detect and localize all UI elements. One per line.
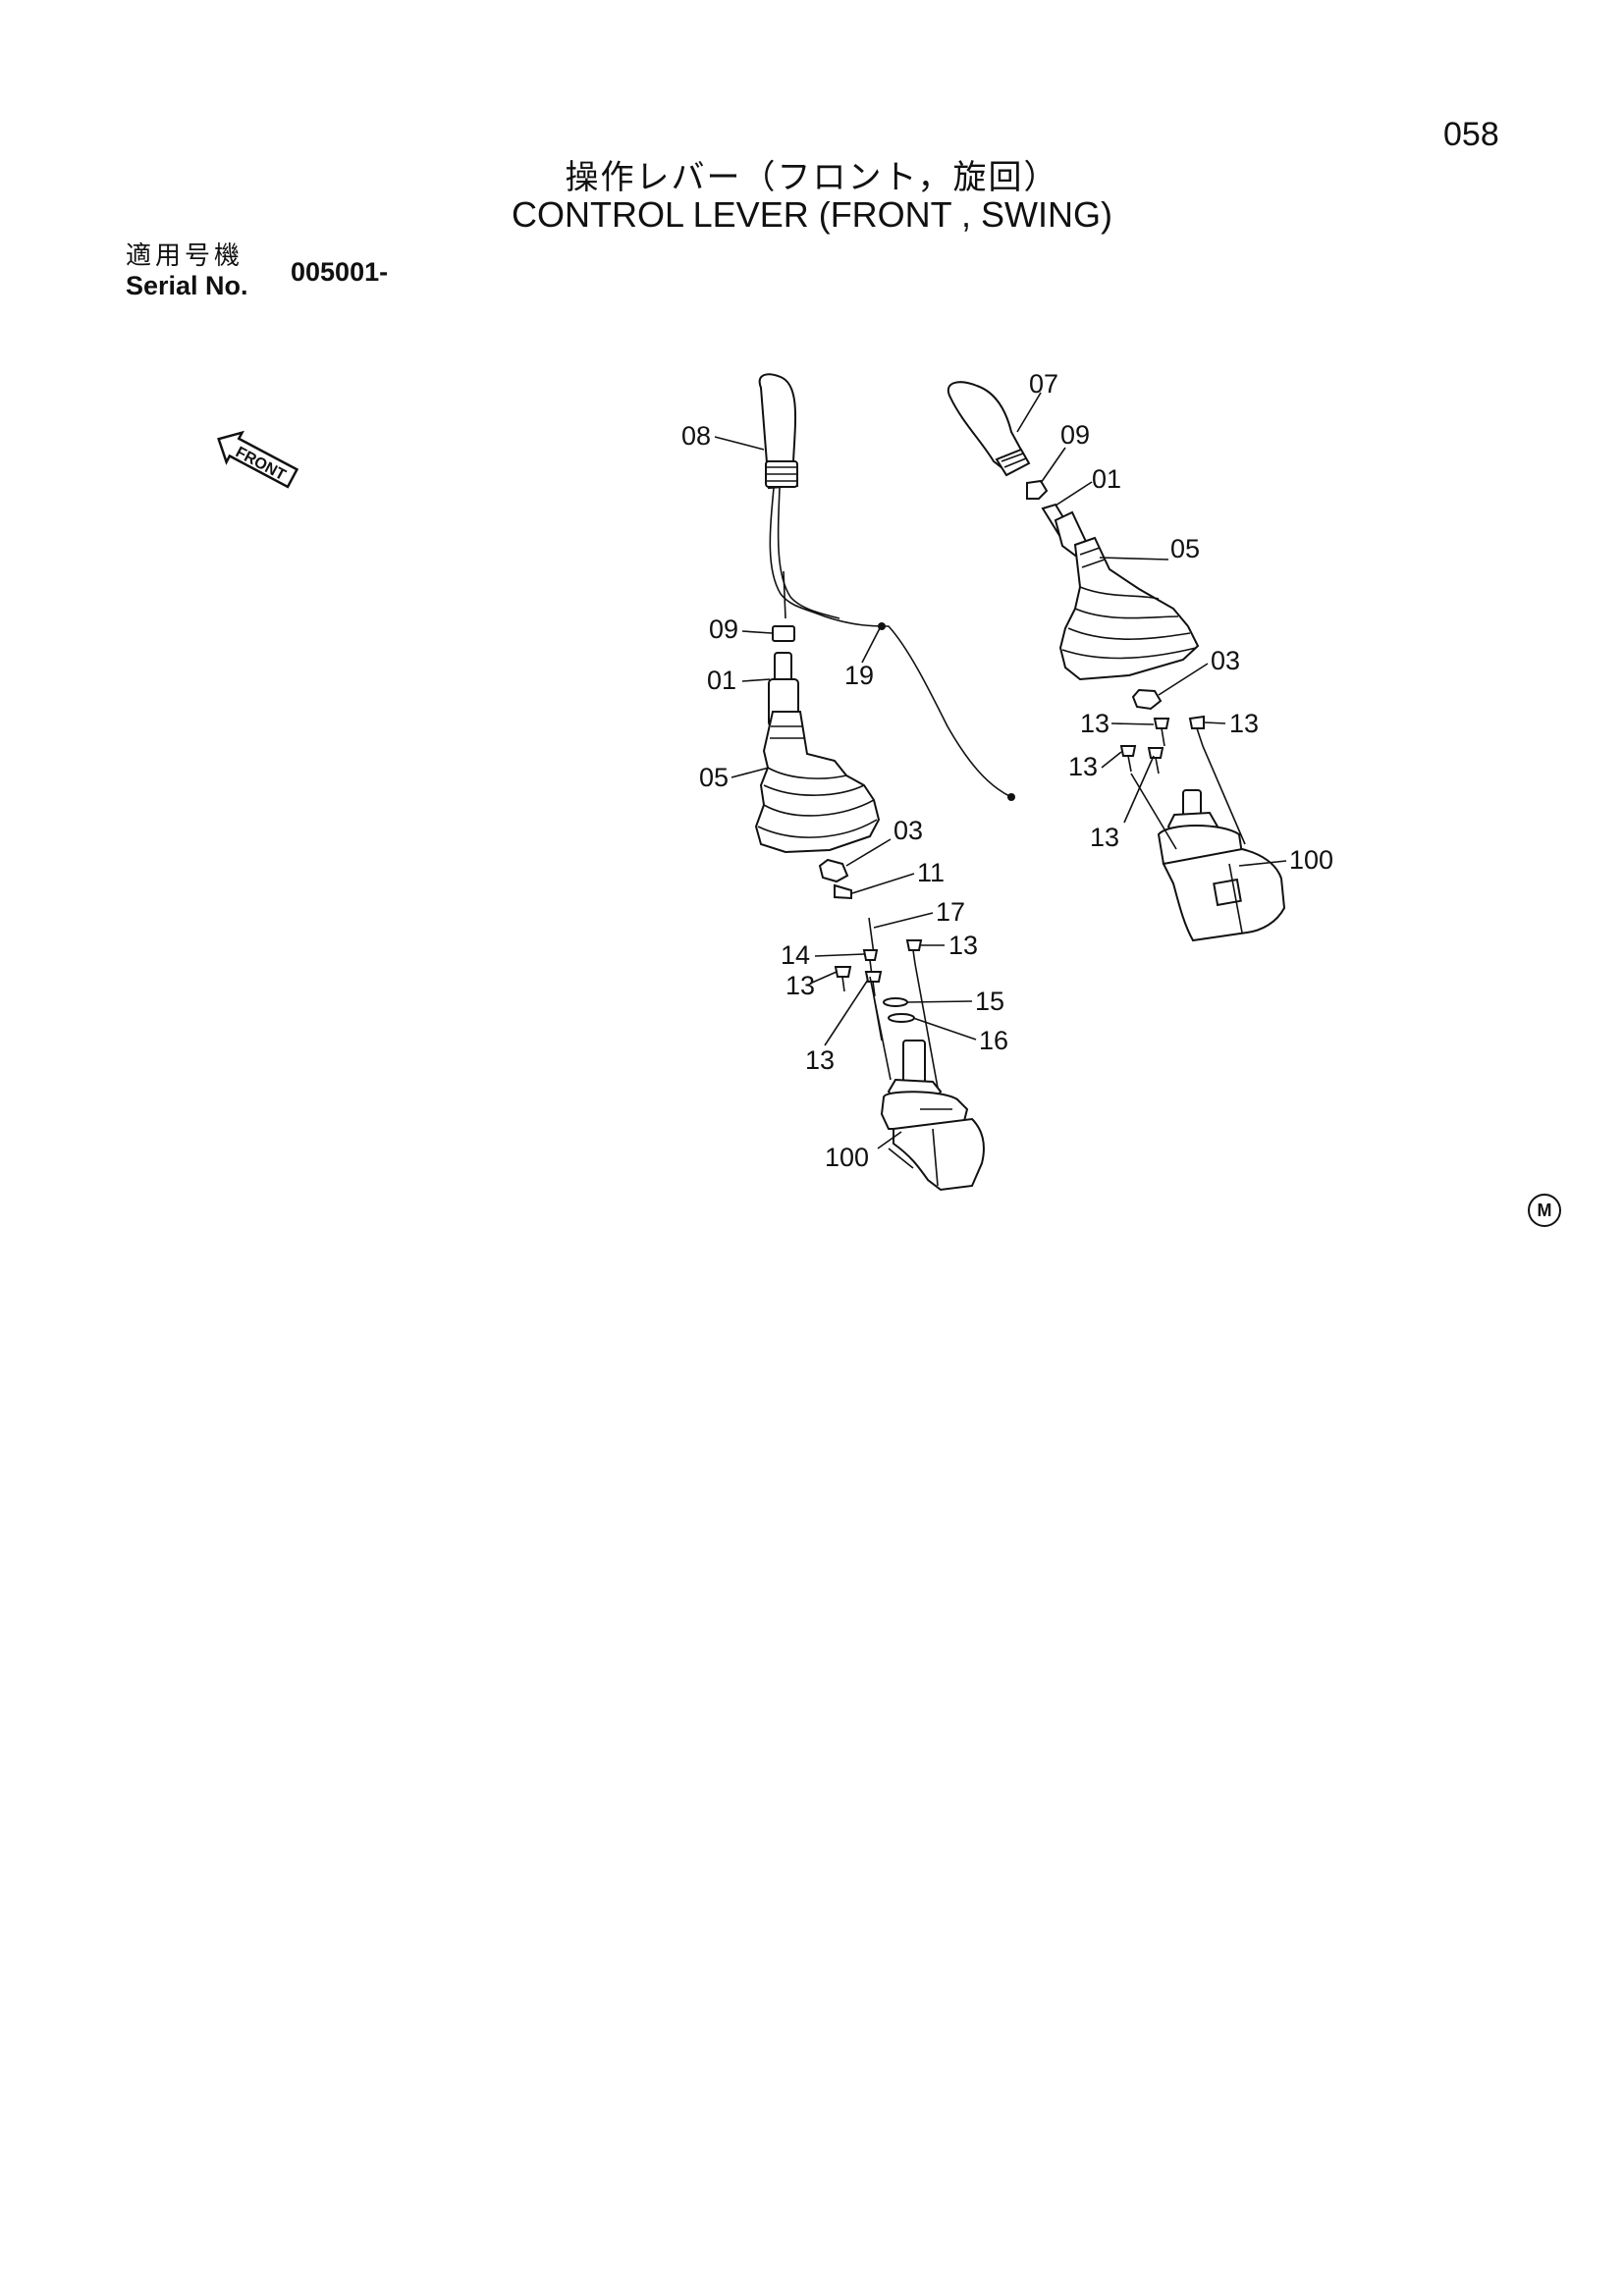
pilot-valve-100-left (880, 1040, 985, 1192)
serial-number: 005001- (291, 257, 389, 287)
serial-label-japanese: 適用号機 (126, 241, 244, 271)
callout-07: 07 (1029, 369, 1058, 399)
callout-01-right: 01 (1092, 464, 1121, 494)
nut-03 (818, 858, 849, 883)
washer-11 (834, 883, 852, 900)
screw-13-right-d (1147, 747, 1164, 774)
serial-label: 適用号機 Serial No. (126, 241, 248, 300)
oring-15 (883, 997, 908, 1007)
nut-03-right (1131, 688, 1163, 711)
callout-03-right: 03 (1211, 646, 1240, 675)
callout-13-left-c: 13 (805, 1045, 835, 1075)
grip-08 (758, 373, 799, 490)
callout-08: 08 (681, 421, 711, 451)
callout-16: 16 (979, 1026, 1008, 1055)
page-number: 058 (1443, 116, 1499, 153)
front-arrow-icon: FRONT (217, 430, 299, 489)
screw-13-right-b (1188, 715, 1205, 747)
left-assembly: 08 09 01 19 05 03 11 17 14 13 13 13 15 1… (681, 373, 1015, 1192)
callout-05-right: 05 (1170, 534, 1200, 563)
title-english: CONTROL LEVER (FRONT , SWING) (511, 194, 1113, 235)
nut-09 (772, 625, 795, 642)
callout-17: 17 (936, 897, 965, 927)
screw-13-b (834, 966, 852, 992)
callout-09-left: 09 (709, 614, 738, 644)
pilot-valve-100-right (1157, 789, 1286, 942)
pin-17 (868, 917, 875, 955)
title-japanese: 操作レバー（フロント，旋回） (565, 158, 1059, 197)
grip-07 (947, 381, 1025, 473)
callout-13-left-b: 13 (785, 971, 815, 1000)
callout-13-right-a: 13 (1080, 709, 1110, 738)
callout-01-left: 01 (707, 666, 736, 695)
callout-15: 15 (975, 987, 1004, 1016)
boot-05-right (1058, 536, 1200, 681)
screw-13-right-a (1153, 718, 1170, 747)
wire-harness-19 (769, 487, 1012, 798)
callout-100-left: 100 (825, 1143, 869, 1172)
m-mark-icon: M (1528, 1194, 1561, 1227)
screw-13-a (905, 939, 923, 965)
callout-09-right: 09 (1060, 420, 1090, 450)
callout-14: 14 (781, 940, 810, 970)
callout-03-left: 03 (893, 816, 923, 845)
oring-16 (888, 1013, 915, 1023)
callout-13-right-d: 13 (1090, 823, 1119, 852)
screw-13-right-c (1119, 745, 1137, 773)
nut-09-right (1026, 479, 1049, 500)
callout-100-right: 100 (1289, 845, 1333, 875)
boot-05 (754, 711, 881, 854)
callout-05-left: 05 (699, 763, 729, 792)
callout-13-left-a: 13 (948, 931, 978, 960)
callout-13-right-c: 13 (1068, 752, 1098, 781)
right-assembly: 07 09 01 05 03 13 13 13 13 100 (947, 369, 1333, 942)
callout-11: 11 (917, 858, 945, 887)
callout-13-right-b: 13 (1229, 709, 1259, 738)
serial-label-english: Serial No. (126, 271, 248, 300)
callout-19: 19 (844, 661, 874, 690)
